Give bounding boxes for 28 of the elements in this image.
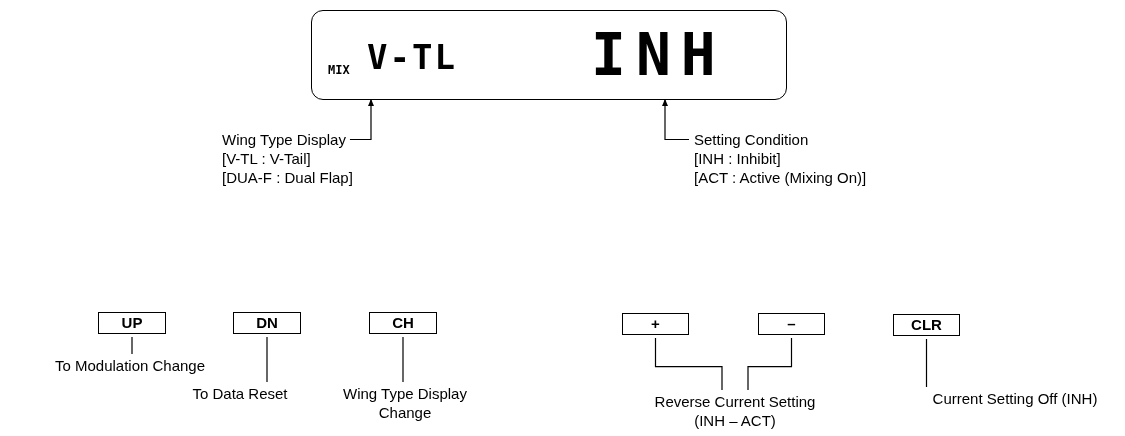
description-text: Current Setting Off (INH) [915,389,1115,409]
key-label: CH [369,312,437,334]
description-text: Wing Type Display Change [330,384,480,424]
callout-heading: Setting Condition [694,130,810,149]
description-text: To Data Reset [180,384,300,404]
leader-arrow [662,98,690,141]
callout-note: [INH : Inhibit] [694,149,782,168]
mode-indicator: MIX [328,63,350,77]
lcd-display-panel [311,10,787,100]
leader-line [925,338,928,388]
key-label: DN [233,312,301,334]
key-label: + [622,313,689,335]
key-label: – [758,313,825,335]
callout-note: [DUA-F : Dual Flap] [222,168,354,187]
description-text: Reverse Current Setting (INH – ACT) [640,392,830,432]
callout-note: [V-TL : V-Tail] [222,149,312,168]
leader-line [266,336,268,383]
setting-readout: INH [591,21,731,99]
leader-line [654,337,723,391]
leader-line [131,336,133,355]
description-text: To Modulation Change [30,356,230,376]
callout-note: [ACT : Active (Mixing On)] [694,168,868,187]
key-label: UP [98,312,166,334]
key-label: CLR [893,314,960,336]
leader-line [747,337,793,391]
callout-heading: Wing Type Display [222,130,347,149]
leader-line [402,336,404,383]
leader-arrow [349,98,374,141]
